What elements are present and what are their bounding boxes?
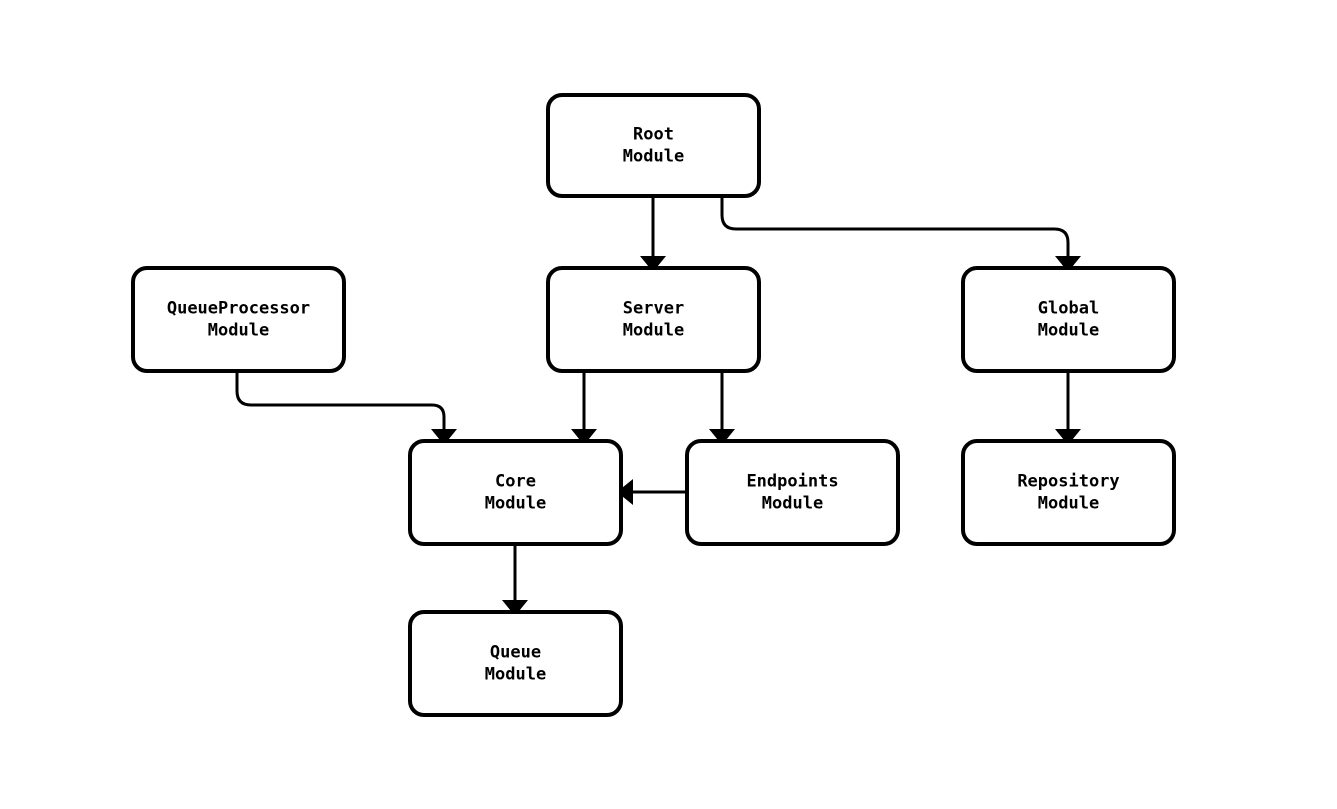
node-box-repository[interactable]	[961, 439, 1176, 546]
node-box-queueprocessor[interactable]	[131, 266, 346, 373]
arrowhead-icon	[709, 429, 735, 445]
node-label-line1-queueprocessor: QueueProcessor	[167, 299, 310, 319]
node-label-line1-repository: Repository	[1017, 472, 1119, 492]
edge-server-to-core	[571, 371, 597, 445]
edge-root-to-server	[640, 196, 666, 272]
node-box-endpoints[interactable]	[685, 439, 900, 546]
node-label-line2-global: Module	[1038, 321, 1099, 341]
node-label-line2-server: Module	[623, 321, 684, 341]
edge-endpoints-to-core	[617, 479, 687, 505]
arrowhead-icon	[1055, 256, 1081, 272]
node-label-line1-queue: Queue	[490, 643, 541, 663]
node-box-core[interactable]	[408, 439, 623, 546]
node-label-line2-core: Module	[485, 494, 546, 514]
edge-root-to-global	[720, 196, 1081, 272]
node-label-line2-queueprocessor: Module	[208, 321, 269, 341]
arrowhead-icon	[502, 600, 528, 616]
edge-queueprocessor-to-core	[235, 371, 457, 445]
arrowhead-icon	[1055, 429, 1081, 445]
node-box-queue[interactable]	[408, 610, 623, 717]
node-label-line2-queue: Module	[485, 665, 546, 685]
edges-layer	[235, 196, 1081, 616]
node-label-line1-core: Core	[495, 472, 536, 492]
edge-server-to-endpoints	[709, 371, 735, 445]
node-box-root[interactable]	[546, 93, 761, 198]
node-label-line1-global: Global	[1038, 299, 1099, 319]
node-label-line1-server: Server	[623, 299, 684, 319]
node-label-line2-root: Module	[623, 147, 684, 167]
edge-global-to-repository	[1055, 371, 1081, 445]
node-label-line1-endpoints: Endpoints	[746, 472, 838, 492]
arrowhead-icon	[571, 429, 597, 445]
arrowhead-icon	[617, 479, 633, 505]
arrowhead-icon	[431, 429, 457, 445]
edge-core-to-queue	[502, 544, 528, 616]
node-label-line1-root: Root	[633, 125, 674, 145]
node-box-global[interactable]	[961, 266, 1176, 373]
node-box-server[interactable]	[546, 266, 761, 373]
node-label-line2-repository: Module	[1038, 494, 1099, 514]
node-label-line2-endpoints: Module	[762, 494, 823, 514]
arrowhead-icon	[640, 256, 666, 272]
